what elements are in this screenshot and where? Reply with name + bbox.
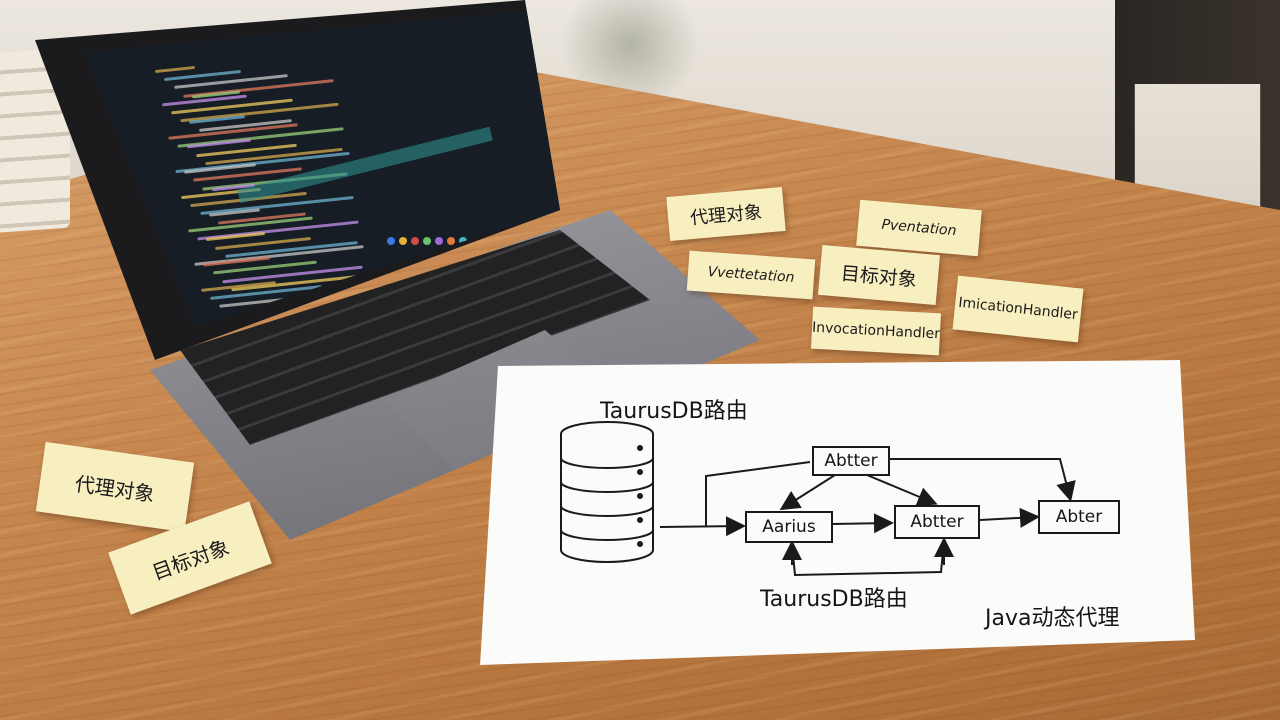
diagram-caption: Java动态代理 xyxy=(985,606,1120,631)
note-text: 目标对象 xyxy=(148,534,233,585)
diagram-subtitle: TaurusDB路由 xyxy=(760,587,908,612)
diagram-box-middle: Abtter xyxy=(894,505,980,539)
sticky-note: 目标对象 xyxy=(818,244,940,306)
diagram-box-left: Aarius xyxy=(745,511,833,543)
diagram-box-right: Abter xyxy=(1038,500,1120,534)
note-text: 代理对象 xyxy=(73,471,157,506)
box-label: Abter xyxy=(1055,507,1103,527)
note-text: 代理对象 xyxy=(689,201,763,230)
note-text: Pventation xyxy=(880,216,958,240)
code-line xyxy=(154,65,196,74)
sticky-note: InvocationHandler xyxy=(810,306,942,356)
note-text: InvocationHandler xyxy=(811,319,941,343)
code-highlight xyxy=(237,126,493,204)
box-label: Abtter xyxy=(824,451,878,471)
diagram-box-top: Abtter xyxy=(812,446,890,476)
box-label: Abtter xyxy=(910,512,964,532)
diagram-title: TaurusDB路由 xyxy=(600,399,748,424)
note-text: ImicationHandler xyxy=(957,294,1079,324)
note-text: 目标对象 xyxy=(840,262,918,291)
screen-taskbar xyxy=(385,233,545,251)
box-label: Aarius xyxy=(762,517,816,537)
note-text: Vvettetation xyxy=(707,263,795,287)
